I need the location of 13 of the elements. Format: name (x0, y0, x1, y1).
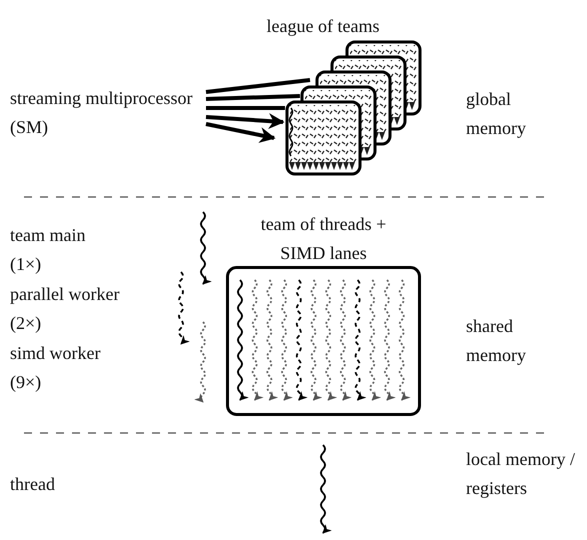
arrow (206, 122, 276, 143)
text-label: shared memory (466, 315, 527, 367)
arrow (206, 113, 285, 130)
text-label: simd worker (9×) (10, 342, 102, 394)
heading: team of threads + SIMD lanes (260, 213, 388, 265)
text-label: global memory (466, 88, 527, 140)
text-label: team main (1×) (10, 224, 86, 276)
text-label: thread (10, 473, 56, 496)
team-box (285, 100, 362, 176)
text-label: league of teams (266, 15, 380, 38)
node-label: streaming multiprocessor (SM) (10, 87, 194, 139)
text-label: local memory / registers (466, 448, 576, 500)
text-label: parallel worker (2×) (10, 283, 120, 335)
